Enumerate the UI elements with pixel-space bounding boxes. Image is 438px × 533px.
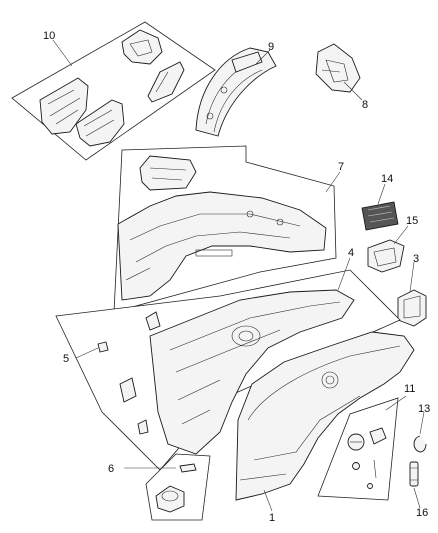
callout-11[interactable]: 11 — [404, 383, 415, 395]
part-4-lower-clip[interactable] — [137, 419, 149, 435]
part-14-vent[interactable] — [361, 201, 399, 231]
callout-3[interactable]: 3 — [413, 253, 419, 265]
part-11-grommet[interactable] — [352, 462, 360, 470]
panel-11-group — [317, 397, 399, 501]
part-4-quarter-inner-panel[interactable] — [149, 289, 355, 455]
part-9-left-panel[interactable] — [39, 77, 89, 135]
part-9-angle-bracket[interactable] — [147, 61, 185, 103]
callout-7[interactable]: 8 — [362, 99, 368, 111]
callout-1[interactable]: 1 — [269, 512, 275, 524]
panel-6-group — [113, 145, 337, 313]
panel-10-group — [145, 453, 211, 521]
part-9-middle-panel[interactable] — [75, 99, 125, 147]
part-8-wheelhouse[interactable] — [195, 47, 277, 137]
part-3-bracket[interactable] — [397, 289, 427, 327]
part-6-upper-bracket[interactable] — [139, 155, 197, 191]
part-4-lower-bracket[interactable] — [119, 377, 137, 403]
part-9-upper-bracket[interactable] — [121, 29, 163, 65]
callout-10[interactable]: 6 — [108, 463, 114, 475]
panel-4-group — [55, 269, 401, 471]
part-16-tube[interactable] — [409, 461, 419, 487]
panel-9-group — [11, 21, 216, 161]
callout-4[interactable]: 4 — [348, 247, 354, 259]
callout-13[interactable]: 13 — [418, 403, 430, 415]
callout-5[interactable]: 5 — [63, 353, 69, 365]
part-5-clip[interactable] — [97, 341, 109, 353]
part-13-hook[interactable] — [413, 435, 427, 453]
callout-9[interactable]: 10 — [43, 30, 55, 42]
part-11-hinge[interactable] — [369, 427, 387, 445]
part-10-clip[interactable] — [179, 463, 197, 473]
part-11-cap[interactable] — [367, 483, 373, 489]
part-1-quarter-panel[interactable] — [235, 331, 415, 501]
part-7-bracket[interactable] — [315, 43, 361, 93]
callout-16[interactable]: 16 — [416, 507, 428, 519]
callout-8[interactable]: 9 — [268, 41, 274, 53]
part-6-inner-quarter-panel[interactable] — [117, 191, 327, 301]
part-4-small-clip[interactable] — [145, 311, 161, 331]
callout-15[interactable]: 15 — [406, 215, 418, 227]
callout-14[interactable]: 14 — [381, 173, 393, 185]
part-10-funnel[interactable] — [155, 485, 185, 513]
panel-9-sheet — [11, 21, 216, 161]
leader-lines — [52, 39, 425, 512]
callout-6[interactable]: 7 — [338, 161, 344, 173]
part-15-bracket[interactable] — [367, 239, 405, 273]
